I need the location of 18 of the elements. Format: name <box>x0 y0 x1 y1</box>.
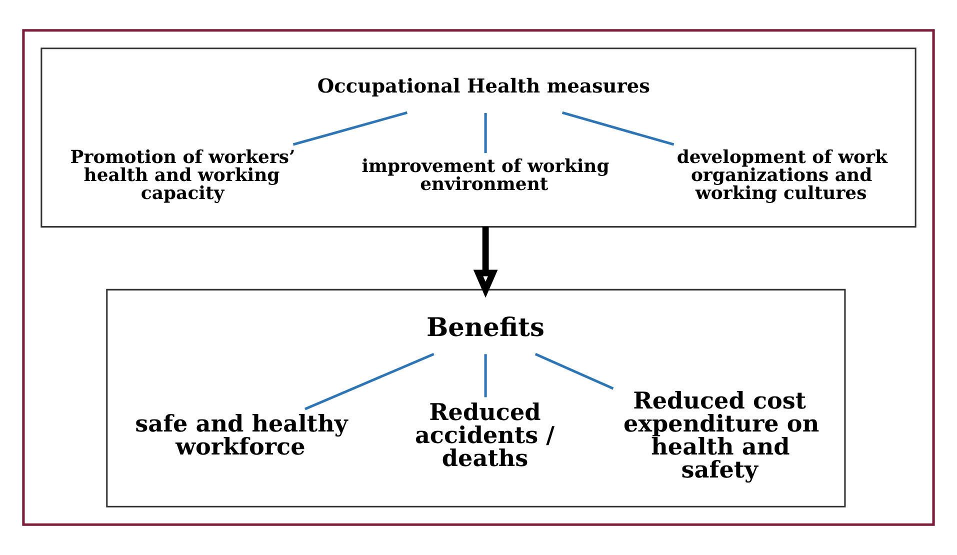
connector <box>292 111 408 146</box>
node-text: Reduced accidents / deaths <box>414 398 555 472</box>
node-text: development of work organizations and working cultures <box>676 146 888 204</box>
cluster <box>22 29 935 526</box>
cluster <box>106 288 846 508</box>
node-text: safe and healthy workforce <box>135 410 348 461</box>
node-text: improvement of working environment <box>362 156 610 195</box>
node-text: Benefits <box>426 312 544 343</box>
arrow <box>473 226 498 298</box>
node-text: Promotion of workers’ health and working capacity <box>70 146 296 204</box>
node-text: Reduced cost expenditure on health and safety <box>624 387 820 484</box>
connector <box>562 111 674 146</box>
connector <box>484 354 487 398</box>
node-text: Occupational Health measures <box>317 74 650 98</box>
cluster <box>40 48 916 228</box>
connector <box>534 352 614 390</box>
connector <box>484 113 487 154</box>
connector <box>304 352 434 410</box>
